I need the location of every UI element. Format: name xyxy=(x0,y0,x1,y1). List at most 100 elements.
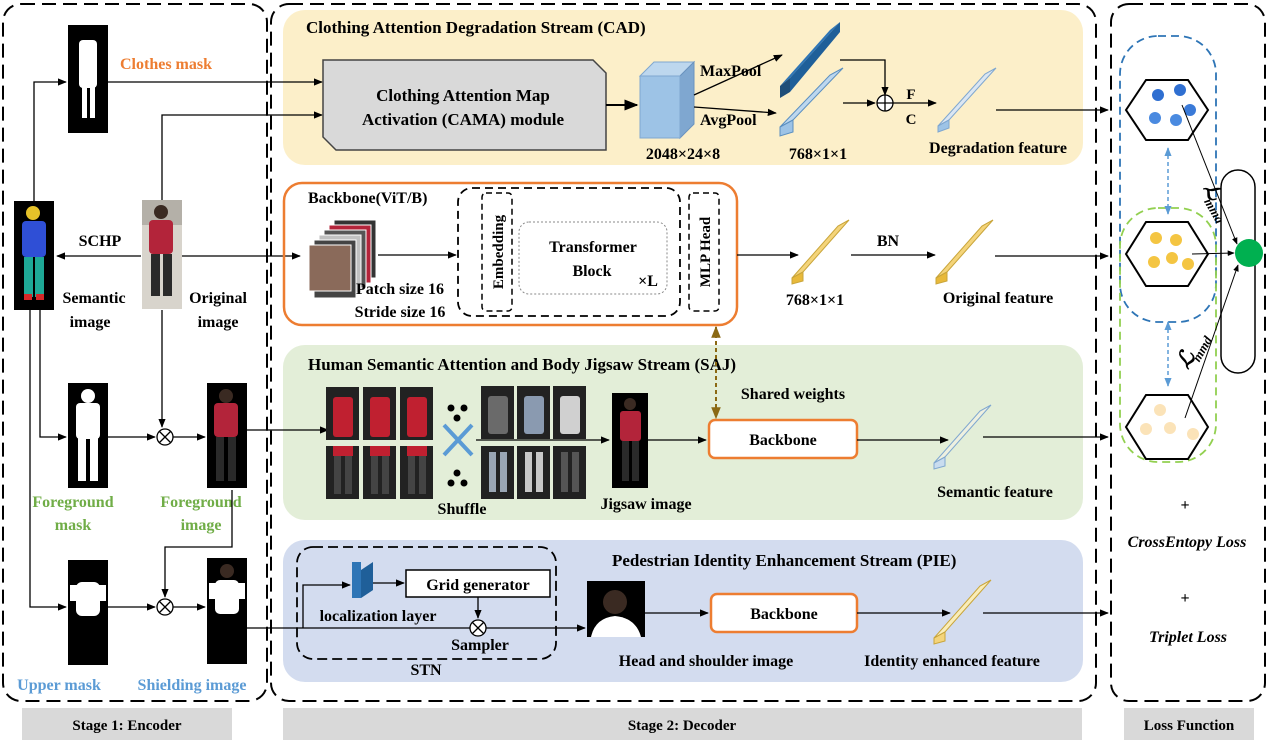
plus-label-2: + xyxy=(1180,590,1189,607)
stride-size-label: Stride size 16 xyxy=(355,304,446,321)
foreground-mask-label-2: mask xyxy=(55,517,92,534)
fusion-pill xyxy=(1220,169,1256,374)
stage2-label-bg xyxy=(283,708,1082,740)
semantic-image-label-2: image xyxy=(70,314,111,331)
arrow-maxpool-plus xyxy=(840,59,889,96)
triplet-label: Triplet Loss xyxy=(1149,629,1227,646)
add-node xyxy=(876,94,894,112)
head-shoulder-label: Head and shoulder image xyxy=(619,653,793,670)
embedding-label: Embedding xyxy=(491,214,507,289)
body-parts-grid-original xyxy=(326,387,433,499)
degradation-feature-label: Degradation feature xyxy=(929,140,1067,157)
upper-mask-image xyxy=(68,560,108,665)
transformer-block xyxy=(518,221,668,295)
cama-module xyxy=(322,59,607,151)
mmd-region-bottom xyxy=(1119,207,1217,463)
jigsaw-image xyxy=(612,393,648,488)
transformer-label-1: Transformer xyxy=(549,239,637,256)
cad-title: Clothing Attention Degradation Stream (C… xyxy=(306,18,646,37)
original-cluster xyxy=(1124,221,1210,287)
head-shoulder-image xyxy=(587,581,645,637)
multiply-node-foreground xyxy=(156,428,174,446)
embedding-box xyxy=(481,192,513,312)
vit-dim-label: 768×1×1 xyxy=(786,292,844,309)
fusion-node xyxy=(1235,239,1263,267)
shielding-image-label: Shielding image xyxy=(138,677,247,694)
cama-label-2: Activation (CAMA) module xyxy=(362,110,565,129)
plus-label-1: + xyxy=(1180,497,1189,514)
grid-generator-box xyxy=(405,569,551,598)
clothes-mask-image xyxy=(68,25,108,133)
jigsaw-label: Jigsaw image xyxy=(600,496,691,513)
fc-c-label: C xyxy=(906,112,917,128)
cube-dim-label: 2048×24×8 xyxy=(646,146,720,163)
clothes-mask-label: Clothes mask xyxy=(120,56,212,73)
localization-label: localization layer xyxy=(320,608,437,625)
pie-title: Pedestrian Identity Enhancement Stream (… xyxy=(612,551,956,570)
patch-stack xyxy=(308,219,377,299)
shuffle-icon xyxy=(442,404,474,487)
stn-label: STN xyxy=(410,662,442,679)
stage1-box xyxy=(2,3,268,702)
body-parts-grid-shuffled xyxy=(481,386,586,499)
crossentropy-label: CrossEntopy Loss xyxy=(1128,534,1247,551)
foreground-mask-label-1: Foreground xyxy=(32,494,113,511)
mlp-head-box xyxy=(688,192,720,312)
stn-box xyxy=(296,546,557,660)
upper-mask-label: Upper mask xyxy=(17,677,101,694)
multiply-node-shielding xyxy=(156,598,174,616)
semantic-feature-bar xyxy=(933,404,992,470)
semantic-image xyxy=(14,201,54,310)
cama-label-1: Clothing Attention Map xyxy=(376,86,550,105)
loss-label: Loss Function xyxy=(1144,718,1235,734)
transformer-label-2: Block xyxy=(572,263,611,280)
saj-backbone-label: Backbone xyxy=(749,432,817,449)
stage2-box xyxy=(270,3,1097,702)
original-image-label-1: Original xyxy=(189,290,247,307)
semantic-image-label-1: Semantic xyxy=(62,290,125,307)
degradation-cluster xyxy=(1124,79,1210,141)
feature-cube xyxy=(638,60,696,140)
mlp-head-label: MLP Head xyxy=(698,216,714,287)
maxpool-bar xyxy=(780,22,840,98)
localization-layer-block xyxy=(352,562,373,598)
arrow-cube-avgpool xyxy=(693,106,777,117)
semantic-feature-label: Semantic feature xyxy=(937,484,1053,501)
mmd-subscript-bottom: mmd xyxy=(1189,333,1216,364)
schp-label: SCHP xyxy=(79,233,122,250)
arrow-cube-maxpool xyxy=(693,54,783,96)
original-image xyxy=(142,200,182,309)
stage2-label: Stage 2: Decoder xyxy=(628,718,737,734)
identity-feature-bar xyxy=(933,579,992,645)
fusion-arrows xyxy=(1181,104,1239,419)
loss-label-bg xyxy=(1124,708,1254,740)
fc-f-label: F xyxy=(906,87,915,103)
maxpool-label: MaxPool xyxy=(700,63,762,80)
original-feature-label: Original feature xyxy=(943,290,1053,307)
vit-backbone-box xyxy=(282,181,739,327)
original-image-label-2: image xyxy=(198,314,239,331)
sampler-label: Sampler xyxy=(451,637,509,654)
vit-output-bar xyxy=(791,219,850,285)
saj-backbone-box xyxy=(707,418,859,460)
times-l-label: ×L xyxy=(638,273,658,290)
stage1-label-bg xyxy=(22,708,232,740)
pie-backbone-label: Backbone xyxy=(750,606,818,623)
semantic-cluster xyxy=(1124,394,1210,460)
shuffle-label: Shuffle xyxy=(438,501,487,518)
mmd-region-top xyxy=(1119,35,1217,323)
shielding-image xyxy=(207,558,247,664)
sampler-node xyxy=(469,619,487,637)
vit-inner-box xyxy=(457,187,681,317)
identity-feature-label: Identity enhanced feature xyxy=(864,653,1040,670)
loss-box xyxy=(1110,3,1266,702)
shared-weights-label: Shared weights xyxy=(741,386,845,403)
arrow-stn-in xyxy=(302,581,351,628)
avgpool-dim-label: 768×1×1 xyxy=(789,146,847,163)
grid-generator-label: Grid generator xyxy=(426,577,530,594)
avgpool-bar xyxy=(779,67,844,137)
bn-label: BN xyxy=(877,233,900,250)
foreground-image-label-2: image xyxy=(181,517,222,534)
foreground-mask-image xyxy=(68,383,108,488)
